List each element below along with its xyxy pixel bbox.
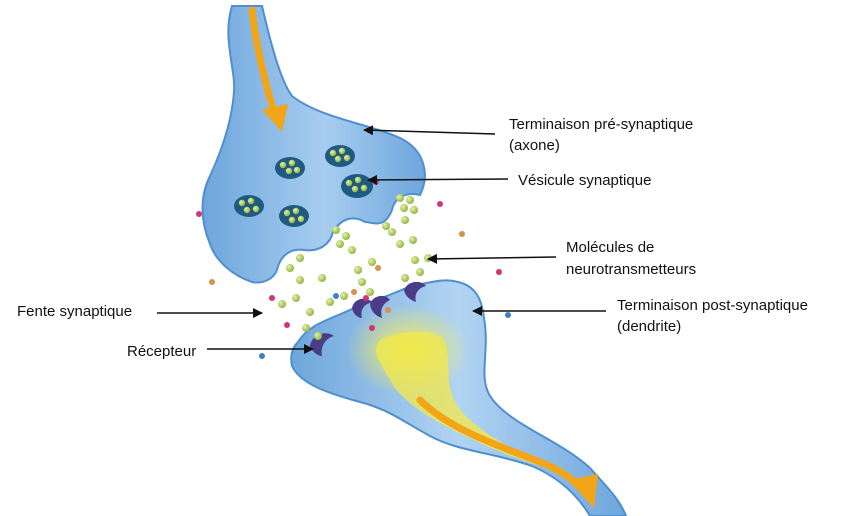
receptor <box>404 281 426 302</box>
pointer-pre-synaptic <box>363 125 496 136</box>
label-molecules-sub: neurotransmetteurs <box>566 261 697 278</box>
pointer-molecules <box>427 253 557 264</box>
label-pre-synaptic: Terminaison pré-synaptique <box>509 116 694 133</box>
label-molecules: Molécules de <box>566 239 655 256</box>
signal-arrow-in <box>248 6 279 119</box>
presynaptic-terminal <box>201 5 426 284</box>
synaptic-vesicle <box>341 174 373 198</box>
neurotransmitter-molecules <box>278 194 432 340</box>
label-vesicle: Vésicule synaptique <box>518 172 652 189</box>
signal-glow-tail <box>375 331 560 472</box>
synaptic-vesicle <box>234 195 264 217</box>
synaptic-vesicle <box>325 145 355 167</box>
label-post-synaptic: Terminaison post-synaptique <box>617 297 808 314</box>
pointer-vesicle <box>367 174 509 185</box>
synaptic-vesicle <box>275 157 305 179</box>
label-cleft: Fente synaptique <box>17 303 133 320</box>
label-pre-synaptic-sub: (axone) <box>509 137 560 154</box>
signal-arrow-out <box>416 396 584 492</box>
signal-arrow-in-head <box>262 104 288 132</box>
signal-arrow-out-head <box>568 474 598 508</box>
receptor <box>352 298 372 318</box>
label-post-synaptic-sub: (dendrite) <box>617 318 682 335</box>
receptor <box>370 295 390 318</box>
label-receptor: Récepteur <box>127 343 197 360</box>
synaptic-vesicle <box>279 205 309 227</box>
